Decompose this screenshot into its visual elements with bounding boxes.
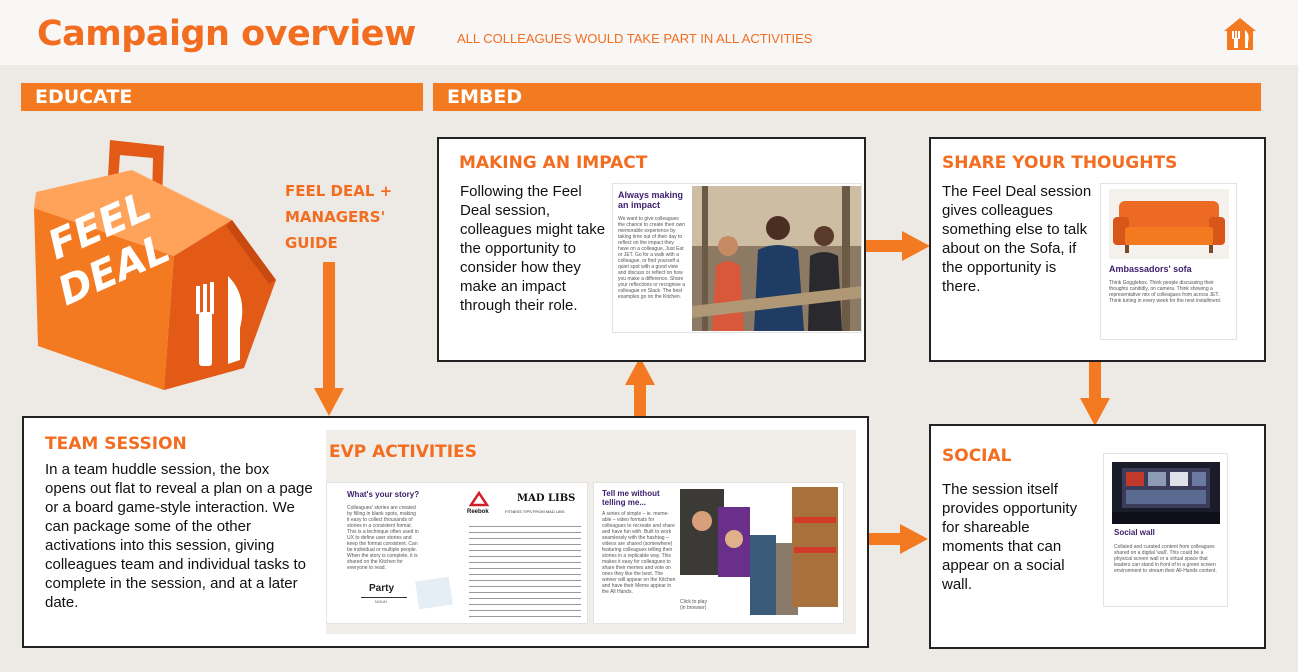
team-session-text: In a team huddle session, the box opens … <box>45 460 313 612</box>
reebok-mark-icon <box>469 491 489 507</box>
making-impact-text: Following the Feel Deal session, colleag… <box>460 182 610 315</box>
share-thoughts-heading: SHARE YOUR THOUGHTS <box>942 153 1177 173</box>
share-thoughts-card: SHARE YOUR THOUGHTS The Feel Deal sessio… <box>929 137 1266 362</box>
embed-band: EMBED <box>433 83 1261 111</box>
story-slide-text: Colleagues' stories are created by filli… <box>347 505 419 571</box>
story-slide-title: What's your story? <box>347 490 419 499</box>
arrow-right-to-social <box>866 524 928 554</box>
evp-heading: EVP ACTIVITIES <box>329 442 477 462</box>
team-session-card: TEAM SESSION In a team huddle session, t… <box>22 416 869 648</box>
page-subtitle: ALL COLLEAGUES WOULD TAKE PART IN ALL AC… <box>457 31 812 46</box>
evp-activities-panel: EVP ACTIVITIES What's your story? Collea… <box>326 430 856 634</box>
social-wall-text: Collated and curated content from collea… <box>1114 544 1222 574</box>
impact-slide-text: We want to give colleagues the chance to… <box>618 216 686 300</box>
madlibs-logo: MAD LIBS <box>517 493 575 504</box>
madlibs-lines <box>469 521 581 619</box>
arrow-up-to-impact <box>625 357 655 425</box>
house-cutlery-icon <box>1221 16 1259 52</box>
making-impact-heading: MAKING AN IMPACT <box>459 153 647 173</box>
arrow-right-to-share <box>866 231 930 261</box>
page-title: Campaign overview <box>37 14 416 54</box>
social-card: SOCIAL The session itself provides oppor… <box>929 424 1266 649</box>
sofa-image <box>1109 189 1229 259</box>
sofa-slide-text: Think Gogglebox. Think people discussing… <box>1109 280 1231 304</box>
sticky-note <box>415 577 453 609</box>
social-wall-thumbnail: Social wall Collated and curated content… <box>1103 453 1228 607</box>
tell-me-title: Tell me without telling me... <box>602 489 678 507</box>
sofa-slide-title: Ambassadors' sofa <box>1109 264 1192 274</box>
managers-guide-label: FEEL DEAL + MANAGERS' GUIDE <box>285 178 435 256</box>
tell-me-text: A series of simple – ie. meme-able – vid… <box>602 511 676 595</box>
educate-band: EDUCATE <box>21 83 423 111</box>
arrow-down-educate <box>314 262 344 417</box>
madlibs-subtitle: FITNESS TIPS FROM MAD LIBS <box>505 509 565 514</box>
party-underline <box>361 597 407 598</box>
tell-me-slide-thumbnail: Tell me without telling me... A series o… <box>593 482 844 624</box>
impact-slide-thumbnail: Always making an impact We want to give … <box>612 183 862 333</box>
team-session-heading: TEAM SESSION <box>45 434 187 454</box>
click-to-play-label: Click to play (in browser) <box>680 599 710 611</box>
social-text: The session itself provides opportunity … <box>942 480 1092 594</box>
feel-deal-box-illustration: FEEL DEAL <box>14 128 284 400</box>
sofa-slide-thumbnail: Ambassadors' sofa Think Gogglebox. Think… <box>1100 183 1237 340</box>
story-slide-thumbnail: What's your story? Colleagues' stories a… <box>326 482 588 624</box>
social-wall-image <box>1112 462 1220 524</box>
party-word: Party <box>369 583 394 594</box>
share-thoughts-text: The Feel Deal session gives colleagues s… <box>942 182 1092 296</box>
arrow-down-to-social <box>1080 362 1110 426</box>
impact-slide-title: Always making an impact <box>618 190 688 210</box>
social-wall-title: Social wall <box>1114 528 1155 537</box>
people-photo <box>692 186 862 331</box>
party-noun-caption: NOUN <box>375 599 387 604</box>
making-impact-card: MAKING AN IMPACT Following the Feel Deal… <box>437 137 866 362</box>
reebok-logo: Reebok <box>467 509 489 515</box>
social-heading: SOCIAL <box>942 446 1012 466</box>
